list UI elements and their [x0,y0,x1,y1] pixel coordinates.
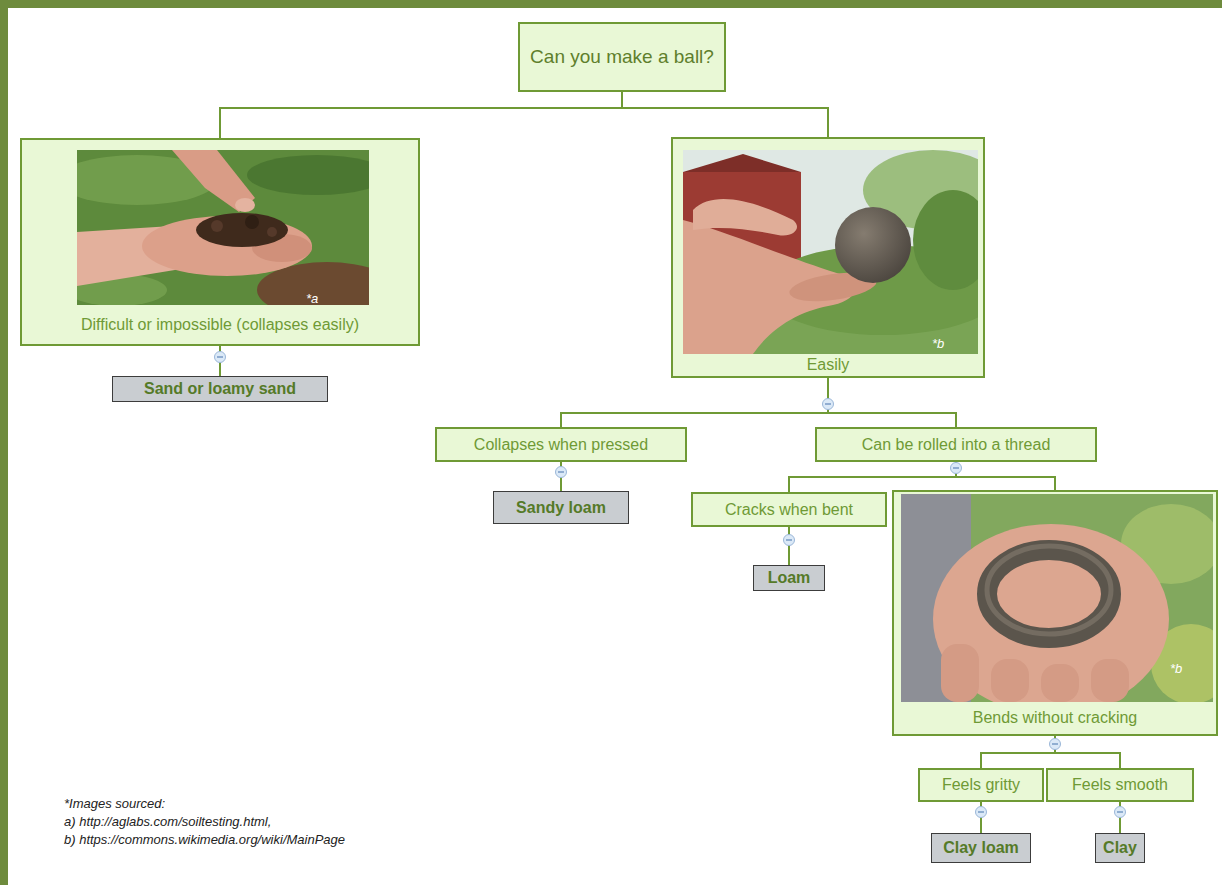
image-credit-mark: *b [932,336,944,352]
result-box: Loam [753,565,825,591]
result-box: Clay [1095,833,1145,863]
node-text: Loam [768,568,811,587]
footnote: b) https://commons.wikimedia.org/wiki/Ma… [64,832,345,848]
node-text: Feels gritty [942,775,1020,794]
node-text: Easily [807,355,850,374]
node-text: Can be rolled into a thread [862,435,1051,454]
collapse-icon [1115,807,1126,818]
node-text: Can you make a ball? [530,46,714,69]
hands-soil-photo [77,150,369,305]
tree-connector [789,462,956,492]
result-box: Sandy loam [493,491,629,524]
answer-box: Collapses when pressed [435,427,687,462]
image-credit-mark: *b [1170,661,1182,677]
node-text: Clay [1103,838,1137,857]
collapse-icon [556,467,567,478]
node-text: Bends without cracking [973,708,1138,727]
tree-connector [1055,736,1120,768]
answer-box: Cracks when bent [691,492,887,527]
collapse-icon [784,535,795,546]
collapse-minus-group [217,357,1123,812]
collapse-icon [823,399,834,410]
node-text: Sand or loamy sand [144,379,296,398]
image-credit-mark: *a [306,291,318,307]
node-text: Cracks when bent [725,500,853,519]
tree-connector [561,378,828,427]
node-text: Sandy loam [516,498,606,517]
tree-connector [622,92,828,137]
node-text: Clay loam [943,838,1019,857]
clay-ring-photo [901,494,1213,702]
collapse-icon [976,807,987,818]
collapse-icon [215,352,226,363]
frame-bar [0,0,8,885]
photo-answer-box: Difficult or impossible (collapses easil… [20,138,420,346]
node-text: Feels smooth [1072,775,1168,794]
collapse-icon [1050,739,1061,750]
collapse-icon-group [215,352,1126,818]
footnote: a) http://aglabs.com/soiltesting.html, [64,814,271,830]
frame-bar [0,0,1222,8]
node-text: Difficult or impossible (collapses easil… [81,315,359,334]
answer-box: Can be rolled into a thread [815,427,1097,462]
soil-ball-photo [683,150,978,354]
photo-answer-box: Bends without cracking [892,490,1218,736]
result-box: Sand or loamy sand [112,376,328,402]
tree-connector [220,92,622,138]
answer-box: Feels smooth [1046,768,1194,802]
answer-box: Feels gritty [918,768,1044,802]
footnote: *Images sourced: [64,796,165,812]
tree-connector [828,378,956,427]
tree-connector [981,736,1055,768]
collapse-icon [951,463,962,474]
tree-connector [956,462,1055,490]
result-box: Clay loam [931,833,1031,863]
node-text: Collapses when pressed [474,435,648,454]
question-box: Can you make a ball? [518,22,726,92]
